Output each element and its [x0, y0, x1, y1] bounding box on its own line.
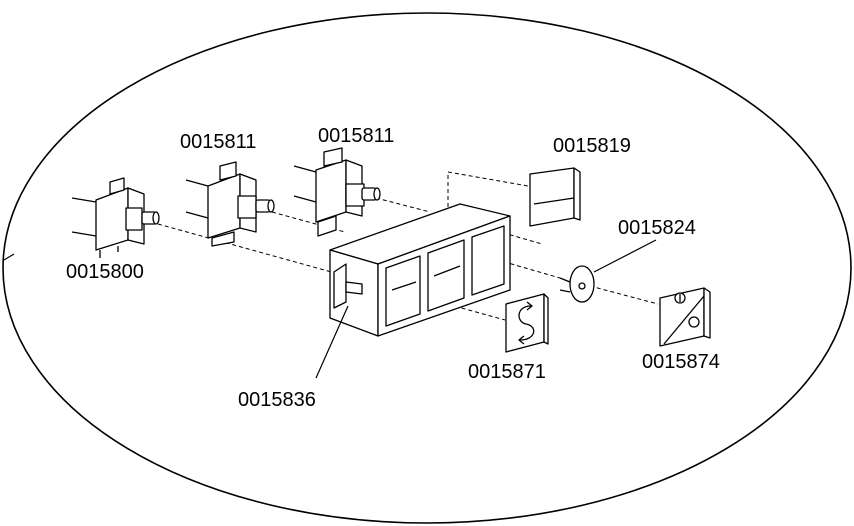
part-label-0015811-b: 0015811: [318, 125, 395, 147]
part-label-0015871: 0015871: [468, 361, 546, 383]
boundary-ellipse: [2, 12, 852, 524]
part-label-0015811-a: 0015811: [180, 131, 257, 153]
part-label-0015836: 0015836: [238, 389, 316, 411]
leader-lines: [3, 239, 657, 379]
part-label-0015874: 0015874: [642, 351, 720, 373]
rocker-switch-0015811-b: [293, 147, 381, 237]
rocker-switch-0015800: [71, 177, 160, 258]
washer-0015824: [559, 265, 595, 303]
rocker-switch-0015811-a: [185, 161, 275, 247]
switch-frame-0015836: [329, 203, 511, 337]
cover-s-arrow-0015871: [505, 293, 549, 353]
cover-io-0015874: [659, 287, 711, 347]
part-label-0015800: 0015800: [66, 261, 144, 283]
part-label-0015819: 0015819: [553, 135, 631, 157]
blank-cover-0015819: [529, 167, 581, 227]
part-label-0015824: 0015824: [618, 217, 696, 239]
